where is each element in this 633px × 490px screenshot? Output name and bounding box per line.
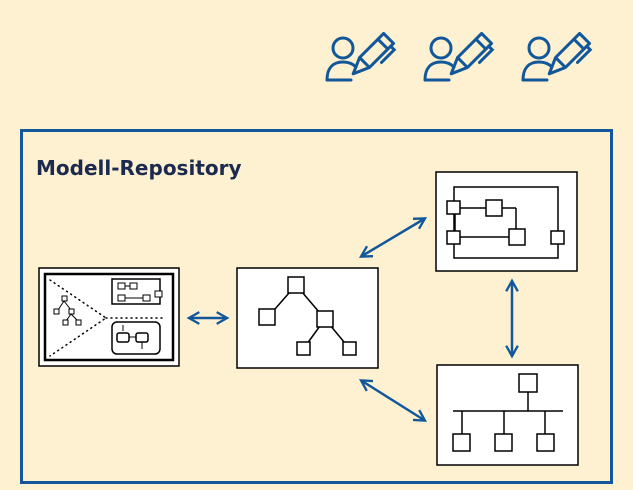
block-model-box bbox=[435, 171, 578, 272]
repository-frame bbox=[20, 129, 613, 484]
composite-model-box bbox=[38, 267, 180, 367]
user-pen-icon-2 bbox=[423, 31, 497, 84]
arrow-tree-block bbox=[362, 219, 424, 256]
user-pen-icon-1 bbox=[325, 31, 399, 84]
hierarchy-model-box bbox=[436, 364, 579, 466]
user-pen-icon-3 bbox=[521, 31, 595, 84]
arrow-tree-hierarchy bbox=[362, 381, 424, 420]
tree-model-box bbox=[236, 267, 379, 369]
repository-title: Modell-Repository bbox=[36, 156, 242, 180]
